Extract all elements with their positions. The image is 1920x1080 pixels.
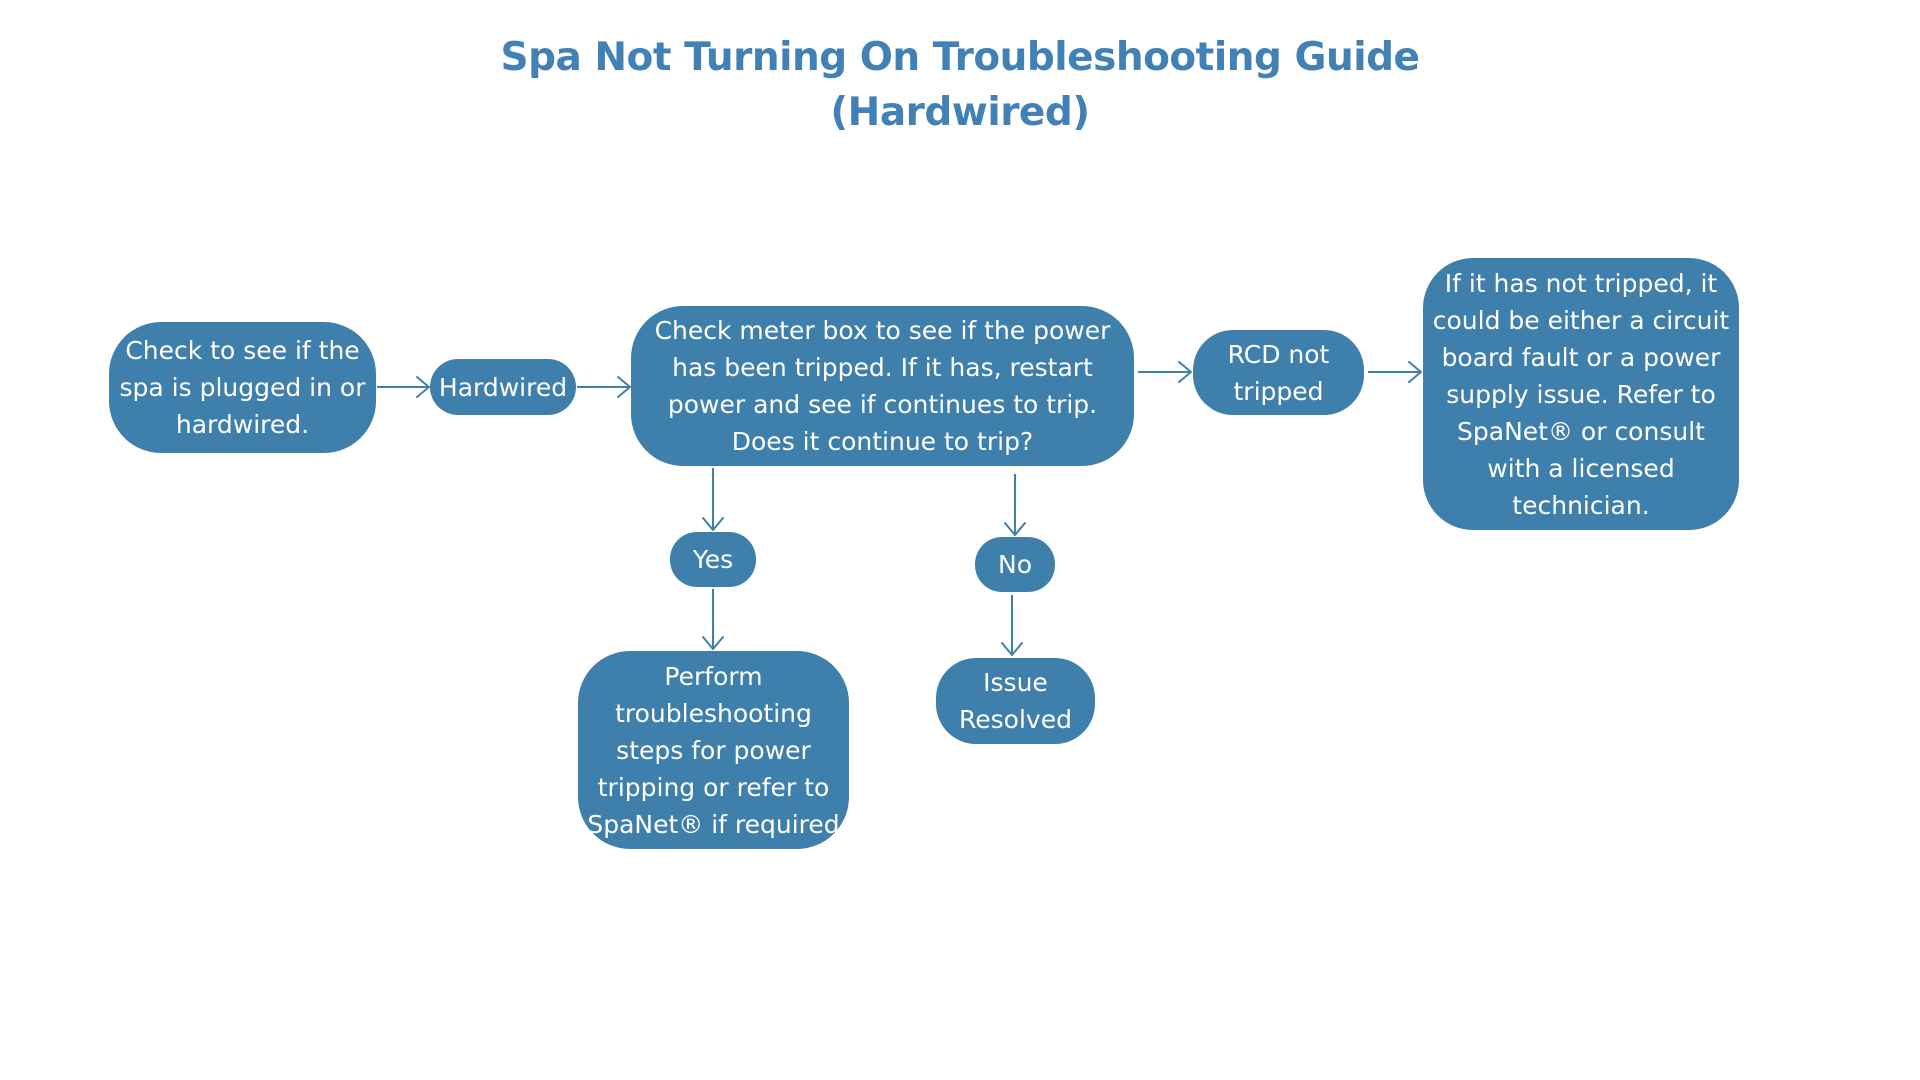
diagram-title: Spa Not Turning On Troubleshooting Guide [500, 35, 1420, 80]
arrow-start-to-hardwired [377, 376, 430, 398]
node-no-label: No [998, 550, 1032, 579]
arrow-hardwired-to-meter [577, 376, 631, 398]
node-issue-resolved: Issue Resolved [936, 658, 1095, 744]
arrow-yes-to-perform [702, 589, 724, 650]
node-rcd-not-tripped-label: RCD not tripped [1227, 339, 1330, 406]
diagram-subtitle: (Hardwired) [830, 90, 1090, 135]
node-perform-troubleshooting-label: Perform troubleshooting steps for power … [587, 661, 840, 839]
node-rcd-not-tripped: RCD not tripped [1193, 330, 1364, 415]
arrow-rcd-to-fault [1368, 361, 1422, 383]
node-perform-troubleshooting: Perform troubleshooting steps for power … [578, 651, 849, 849]
node-check-meter-box-label: Check meter box to see if the power has … [654, 316, 1111, 456]
arrow-no-to-resolved [1001, 595, 1023, 656]
node-check-plugged-or-hardwired: Check to see if the spa is plugged in or… [109, 322, 376, 453]
node-hardwired: Hardwired [430, 359, 576, 415]
arrow-meter-to-no [1004, 474, 1026, 536]
node-hardwired-label: Hardwired [438, 372, 568, 402]
node-circuit-board-or-supply-fault: If it has not tripped, it could be eithe… [1423, 258, 1739, 530]
arrow-meter-to-rcd [1138, 361, 1192, 383]
node-yes: Yes [670, 532, 756, 587]
node-no: No [975, 537, 1055, 592]
node-check-plugged-or-hardwired-label: Check to see if the spa is plugged in or… [119, 336, 366, 439]
arrow-meter-to-yes [702, 468, 724, 531]
node-circuit-board-or-supply-fault-label: If it has not tripped, it could be eithe… [1432, 268, 1730, 520]
node-issue-resolved-label: Issue Resolved [959, 668, 1072, 734]
node-check-meter-box: Check meter box to see if the power has … [631, 306, 1134, 466]
node-yes-label: Yes [692, 545, 734, 574]
